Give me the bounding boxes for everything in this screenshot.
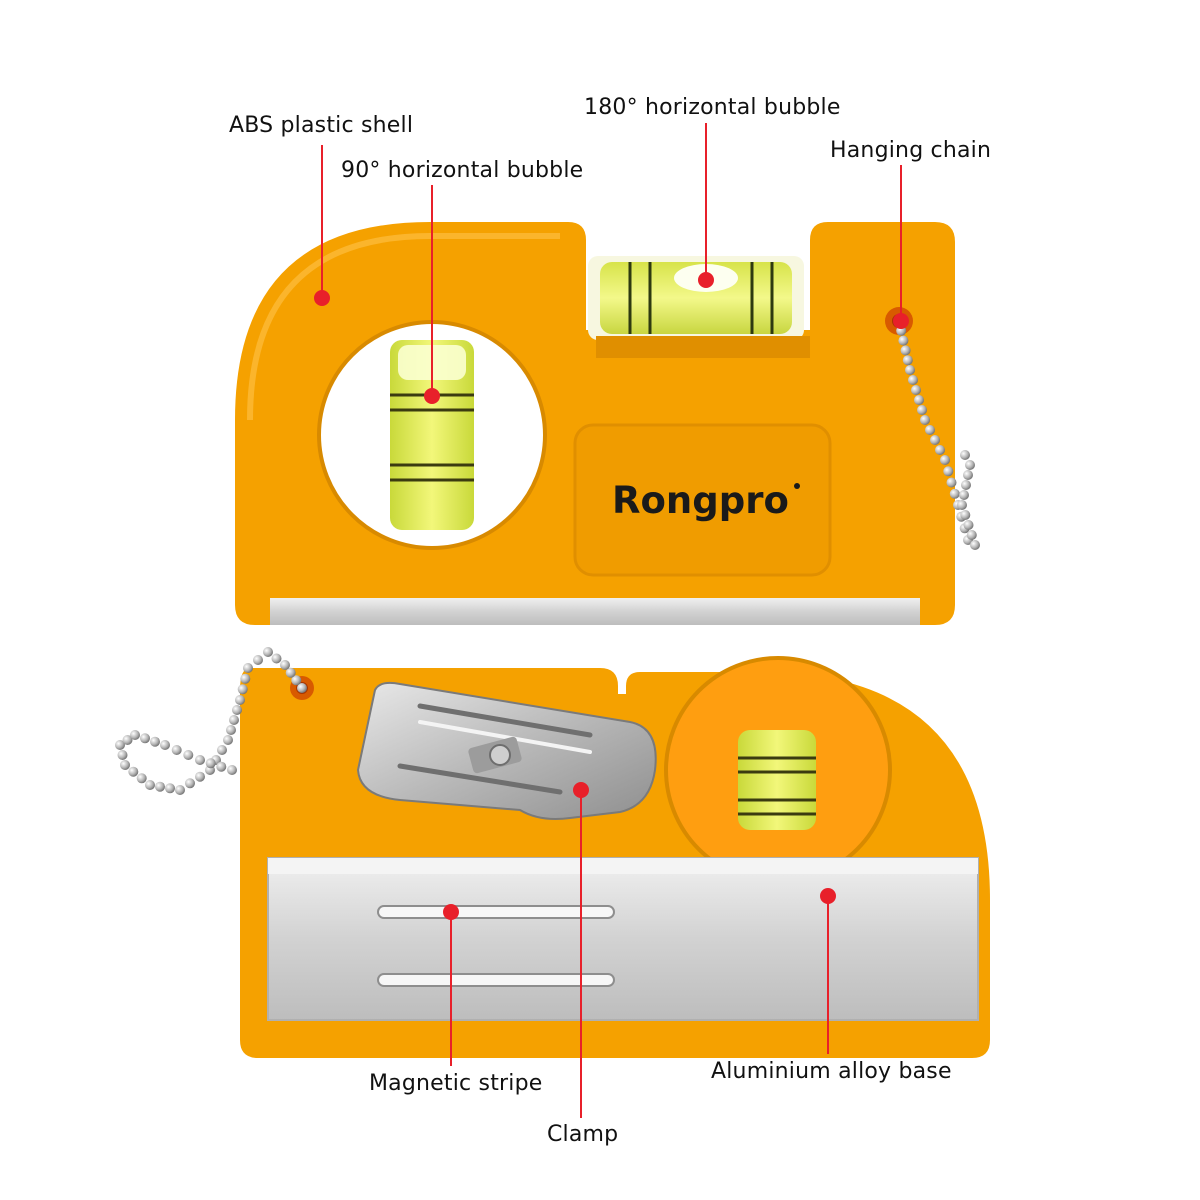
chain-ball (235, 695, 245, 705)
chain-ball (185, 778, 195, 789)
brand-plate (573, 423, 832, 577)
chain-ball (227, 765, 237, 775)
chain-ball (285, 667, 296, 678)
chain-ball (229, 715, 239, 725)
chain-ball (175, 785, 185, 795)
chain-ball (898, 335, 909, 346)
chain-ball (297, 683, 307, 693)
chain-ball (195, 771, 205, 782)
callout-dot-hanging-chain (893, 313, 909, 329)
level-top: Rongpro (235, 222, 955, 625)
callout-markers (314, 123, 909, 1118)
chain-ball (946, 477, 957, 488)
chain-ball (130, 730, 140, 740)
chain-ball (930, 435, 940, 445)
magnetic-stripe-lower (377, 973, 615, 987)
callout-dot-magnetic-stripe (443, 904, 459, 920)
label-hanging-chain: Hanging chain (830, 138, 992, 163)
chain-ball (902, 355, 913, 366)
chain-ball (957, 500, 967, 510)
label-aluminium-alloy-base: Aluminium alloy base (711, 1059, 952, 1084)
chain-ball (223, 735, 233, 745)
chain-ball (943, 466, 954, 477)
chain-ball (183, 750, 194, 760)
chain-ball (165, 783, 175, 794)
chain-ball (960, 510, 971, 520)
chain-ball (216, 761, 227, 772)
callout-dot-bubble-180 (698, 272, 714, 288)
chain-ball (900, 345, 911, 356)
chain-ball (970, 540, 980, 550)
chain-ball (961, 480, 971, 490)
level-bottom (240, 656, 990, 1058)
chain-ball (960, 450, 970, 460)
bubble-vial-bottom (738, 730, 816, 830)
chain-ball (115, 740, 125, 750)
chain-ball (117, 750, 128, 760)
chain-ball (263, 647, 273, 657)
chain-ball (243, 663, 253, 673)
hanging-chain-bottom (115, 647, 307, 795)
chain-ball (120, 760, 130, 770)
chain-ball (911, 385, 921, 395)
chain-ball (240, 673, 251, 684)
chain-ball (914, 395, 924, 405)
chain-ball (140, 733, 150, 744)
chain-ball (925, 425, 935, 435)
chain-ball (949, 488, 960, 499)
chain-ball (205, 758, 216, 769)
chain-ball (155, 781, 165, 792)
chain-ball (271, 653, 282, 664)
callout-dot-aluminium-base (820, 888, 836, 904)
chain-ball (150, 736, 160, 747)
bubble-180-vial (588, 256, 810, 358)
label-90-horizontal-bubble: 90° horizontal bubble (341, 158, 584, 183)
chain-ball (232, 705, 242, 715)
chain-ball (935, 445, 945, 455)
chain-ball (959, 490, 969, 500)
chain-ball (226, 725, 236, 735)
chain-ball (940, 455, 950, 465)
chain-ball (920, 415, 930, 425)
chain-ball (917, 405, 927, 415)
callout-dot-clamp (573, 782, 589, 798)
chain-ball (280, 660, 290, 670)
chain-ball (195, 755, 205, 765)
aluminium-base-top (270, 598, 920, 625)
chain-ball (171, 745, 182, 755)
callout-dot-bubble-90 (424, 388, 440, 404)
chain-ball (237, 684, 248, 695)
chain-ball (160, 740, 170, 750)
chain-ball (291, 675, 302, 686)
aluminium-base-bottom (267, 857, 979, 1021)
chain-ball (963, 470, 973, 480)
chain-ball (136, 773, 147, 784)
magnetic-stripe-upper (377, 905, 615, 919)
brand-logo: Rongpro (612, 479, 789, 522)
label-magnetic-stripe: Magnetic stripe (369, 1071, 543, 1096)
chain-ball (253, 655, 263, 665)
chain-ball (966, 530, 977, 540)
callout-dot-abs-shell (314, 290, 330, 306)
label-abs-plastic-shell: ABS plastic shell (229, 113, 414, 138)
chain-ball (905, 365, 915, 375)
chain-ball (963, 520, 974, 530)
chain-ball (122, 735, 133, 745)
chain-ball (145, 780, 155, 790)
label-clamp: Clamp (547, 1122, 619, 1147)
chain-ball (217, 745, 227, 755)
chain-ball (128, 766, 139, 777)
hanging-chain-top (894, 316, 980, 550)
chain-ball (965, 460, 975, 470)
chain-ball (908, 375, 918, 385)
label-180-horizontal-bubble: 180° horizontal bubble (584, 95, 841, 120)
